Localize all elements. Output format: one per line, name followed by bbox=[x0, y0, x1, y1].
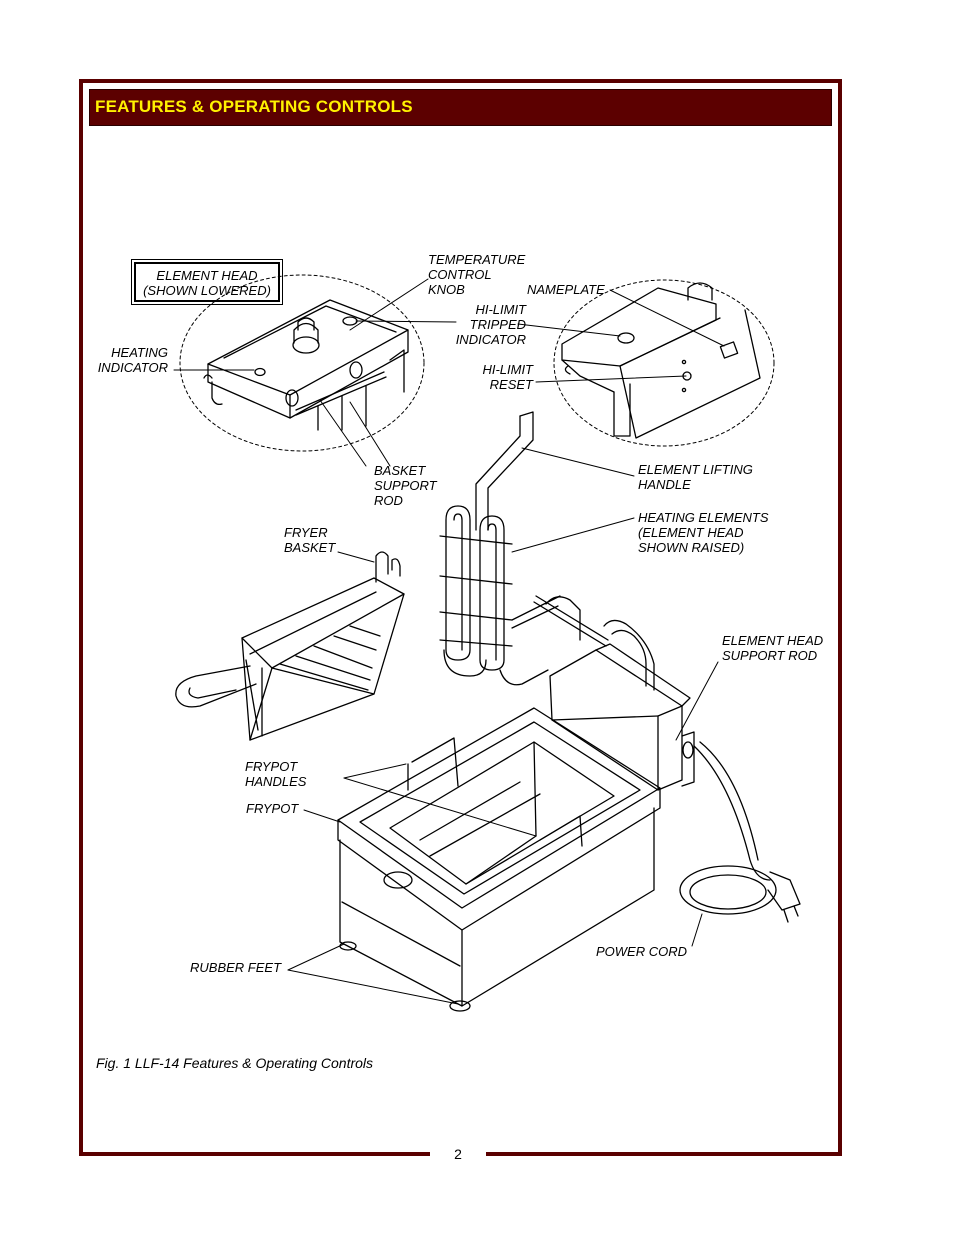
frypot bbox=[337, 707, 661, 1012]
label-hi-limit-tripped-indicator: HI-LIMIT TRIPPED INDICATOR bbox=[455, 302, 526, 347]
figure-caption: Fig. 1 LLF-14 Features & Operating Contr… bbox=[96, 1055, 374, 1071]
label-power-cord: POWER CORD bbox=[596, 944, 687, 959]
element-head-raised bbox=[533, 595, 695, 791]
label-temperature-control-knob: TEMPERATURE CONTROL KNOB bbox=[428, 252, 526, 297]
nameplate-callout bbox=[553, 279, 775, 447]
label-heating-indicator: HEATING INDICATOR bbox=[97, 345, 168, 375]
label-hi-limit-reset: HI-LIMIT RESET bbox=[482, 362, 533, 392]
label-nameplate: NAMEPLATE bbox=[527, 282, 605, 297]
label-element-head-shown-lowered: ELEMENT HEAD (SHOWN LOWERED) bbox=[131, 259, 283, 305]
label-frypot: FRYPOT bbox=[246, 801, 299, 816]
section-title: FEATURES & OPERATING CONTROLS bbox=[95, 97, 413, 116]
label-heating-elements: HEATING ELEMENTS (ELEMENT HEAD SHOWN RAI… bbox=[638, 510, 769, 555]
power-cord bbox=[679, 741, 801, 923]
fryer-basket bbox=[175, 551, 405, 741]
page-number: 2 bbox=[454, 1146, 462, 1162]
label-fryer-basket: FRYER BASKET bbox=[284, 525, 336, 555]
heating-elements bbox=[439, 411, 561, 686]
element-head-lowered-callout bbox=[179, 274, 425, 452]
section-header-bar: FEATURES & OPERATING CONTROLS bbox=[89, 89, 832, 126]
leader-lines bbox=[173, 278, 725, 1005]
page-number-gap bbox=[430, 1148, 486, 1162]
label-element-lifting-handle: ELEMENT LIFTING HANDLE bbox=[638, 462, 753, 492]
label-element-head-support-rod: ELEMENT HEAD SUPPORT ROD bbox=[722, 633, 824, 663]
label-basket-support-rod: BASKET SUPPORT ROD bbox=[374, 463, 437, 508]
label-rubber-feet: RUBBER FEET bbox=[190, 960, 282, 975]
label-frypot-handles: FRYPOT HANDLES bbox=[245, 759, 307, 789]
